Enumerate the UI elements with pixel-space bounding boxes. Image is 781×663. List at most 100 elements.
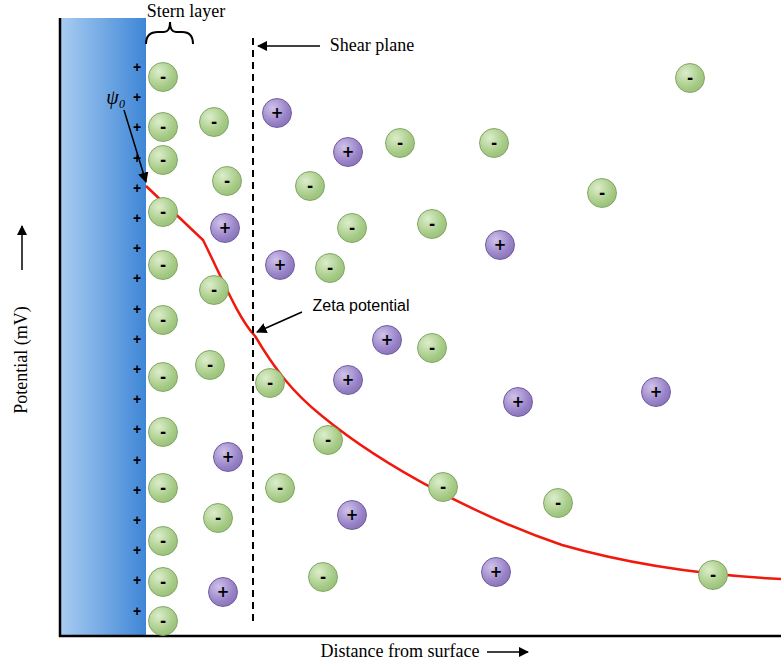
ion-sign: - xyxy=(160,120,166,135)
ion-sign: - xyxy=(160,205,166,220)
anion: - xyxy=(385,128,415,158)
anion: - xyxy=(203,503,233,533)
surface-charge: + xyxy=(133,332,141,347)
ion-sign: - xyxy=(327,261,333,276)
anion: - xyxy=(148,250,178,280)
ion-sign: - xyxy=(160,614,166,629)
surface-charge: + xyxy=(133,362,141,377)
anion: - xyxy=(479,128,509,158)
anion: - xyxy=(417,209,447,239)
anion: - xyxy=(148,197,178,227)
anion: - xyxy=(675,63,705,93)
ion-sign: - xyxy=(160,425,166,440)
ion-sign: + xyxy=(494,238,507,253)
surface-charge: + xyxy=(133,211,141,226)
surface-charge: + xyxy=(133,181,141,196)
ion-sign: - xyxy=(397,136,403,151)
surface-charge: + xyxy=(133,392,141,407)
ion-sign: + xyxy=(650,385,663,400)
cation: + xyxy=(208,577,238,607)
leader-arrow xyxy=(258,45,320,47)
ion-sign: + xyxy=(381,333,394,348)
anion: - xyxy=(698,560,728,590)
anion: - xyxy=(148,526,178,556)
anion: - xyxy=(212,166,242,196)
ion-sign: + xyxy=(346,508,359,523)
ion-sign: - xyxy=(160,534,166,549)
anion: - xyxy=(265,473,295,503)
ion-sign: - xyxy=(491,136,497,151)
ion-sign: - xyxy=(687,71,693,86)
cation: + xyxy=(210,213,240,243)
ion-sign: - xyxy=(215,511,221,526)
surface-charge: + xyxy=(133,574,141,589)
ion-sign: - xyxy=(160,70,166,85)
ion-sign: - xyxy=(307,179,313,194)
surface-charge: + xyxy=(133,453,141,468)
cation: + xyxy=(485,230,515,260)
cation: + xyxy=(333,365,363,395)
cation: + xyxy=(333,137,363,167)
axis-title: Distance from surface xyxy=(321,642,480,662)
leader-arrow xyxy=(257,312,302,332)
anion: - xyxy=(148,606,178,636)
ion-sign: + xyxy=(217,585,230,600)
ion-sign: - xyxy=(160,481,166,496)
axis-arrow xyxy=(21,226,23,270)
ion-sign: + xyxy=(490,565,503,580)
ion-sign: - xyxy=(160,313,166,328)
cation: + xyxy=(262,98,292,128)
surface-charge: + xyxy=(133,543,141,558)
y-axis xyxy=(59,18,62,637)
ion-sign: - xyxy=(429,217,435,232)
ion-sign: + xyxy=(512,395,525,410)
axis-title: Potential (mV) xyxy=(12,306,32,413)
surface-potential-label: ψ₀ xyxy=(106,86,125,108)
anion: - xyxy=(148,362,178,392)
cation: + xyxy=(337,500,367,530)
ion-sign: - xyxy=(555,496,561,511)
surface-charge: + xyxy=(133,151,141,166)
anion: - xyxy=(199,275,229,305)
anion: - xyxy=(148,305,178,335)
ion-sign: + xyxy=(274,258,287,273)
anion: - xyxy=(148,567,178,597)
ion-sign: - xyxy=(224,174,230,189)
ion-sign: + xyxy=(271,106,284,121)
ion-sign: - xyxy=(710,568,716,583)
cation: + xyxy=(503,387,533,417)
anion: - xyxy=(543,488,573,518)
charged-surface xyxy=(60,18,146,636)
surface-charge: + xyxy=(133,513,141,528)
ion-sign: + xyxy=(342,145,355,160)
surface-charge: + xyxy=(133,483,141,498)
surface-charge: + xyxy=(133,60,141,75)
surface-charge: + xyxy=(133,121,141,136)
surface-charge: + xyxy=(133,241,141,256)
ion-sign: - xyxy=(325,433,331,448)
anion: - xyxy=(308,562,338,592)
anion: - xyxy=(313,425,343,455)
ion-sign: - xyxy=(160,370,166,385)
ion-sign: - xyxy=(599,186,605,201)
ion-sign: - xyxy=(277,481,283,496)
ion-sign: + xyxy=(342,373,355,388)
ion-sign: - xyxy=(429,341,435,356)
layer-label: Stern layer xyxy=(147,2,225,22)
cation: + xyxy=(641,377,671,407)
anion: - xyxy=(417,333,447,363)
anion: - xyxy=(195,350,225,380)
surface-charge: + xyxy=(133,423,141,438)
anion: - xyxy=(315,253,345,283)
anion: - xyxy=(148,145,178,175)
ion-sign: + xyxy=(222,450,235,465)
anion: - xyxy=(148,473,178,503)
anion: - xyxy=(148,417,178,447)
cation: + xyxy=(481,557,511,587)
anion: - xyxy=(295,171,325,201)
axis-arrow xyxy=(487,651,528,653)
ion-sign: - xyxy=(207,358,213,373)
surface-charge: + xyxy=(133,90,141,105)
anion: - xyxy=(255,368,285,398)
